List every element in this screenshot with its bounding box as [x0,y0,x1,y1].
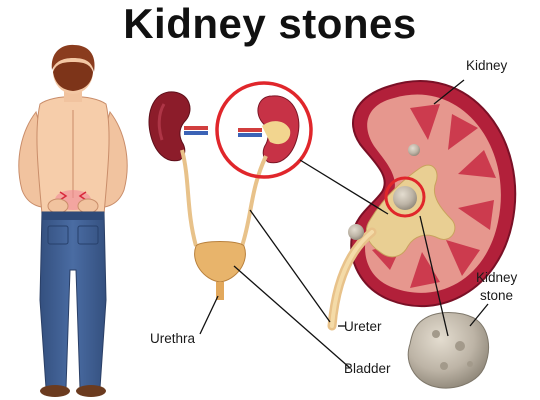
label-urethra: Urethra [150,331,196,346]
stone-texture-dot [440,362,448,370]
urinary-system [148,91,300,300]
kidney-stone-medium [348,224,364,240]
kidney-cross-section [327,80,517,331]
kidney-stone-small [408,144,420,156]
leader-bladder [233,265,351,369]
label-ureter: Ureter [344,319,382,334]
left-ureter [180,149,198,247]
leader-urethra [199,295,219,335]
man-figure [18,44,128,397]
pain-mark-left [59,191,68,201]
man-jeans [39,211,107,389]
renal-pyramid [410,252,440,288]
jeans-back-pocket-left [47,225,69,245]
renal-pyramid [410,104,440,140]
kidney-stone-highlighted [393,186,417,210]
stone-highlight-ring [384,176,426,218]
man-right-hand [77,198,99,214]
magnified-kidney-stone [407,312,490,389]
jeans-waistband [42,212,104,220]
leader-kidney-label [433,79,465,105]
renal-pelvis [365,164,456,258]
leader-ring-to-kidney [299,159,389,215]
left-kidney-highlight [157,103,166,141]
leader-lines [199,79,489,369]
label-kidney: Kidney [466,58,508,73]
man-hair [51,44,95,72]
leader-stone-label [419,215,449,337]
man-hair-back [53,62,93,91]
renal-pyramid [458,150,496,178]
renal-pyramid [446,240,480,276]
leader-kidney-stone-label [469,303,489,327]
right-kidney-pelvis-small [262,121,291,145]
label-kidney-stone-line1: Kidney [476,270,518,285]
man-left-hand [47,198,69,214]
label-kidney-stone-line2: stone [480,288,513,303]
urethra [216,282,224,300]
left-kidney [148,91,191,162]
right-ureter [240,155,268,247]
label-bladder: Bladder [344,361,391,376]
leader-ureter-small [249,209,331,323]
stone-texture-dot [455,341,465,351]
man-right-shoe [76,385,106,397]
renal-pyramid [458,200,494,230]
ureter-large-inner [330,230,374,328]
stone-texture-dot [467,361,473,367]
page-title: Kidney stones [123,0,417,47]
jeans-back-pocket-right [77,225,99,245]
bladder [194,241,246,283]
highlight-ring [215,81,313,179]
renal-pyramid [448,114,478,150]
pain-mark-right [78,191,87,201]
stone-texture-dot [432,330,440,338]
man-left-shoe [40,385,70,397]
